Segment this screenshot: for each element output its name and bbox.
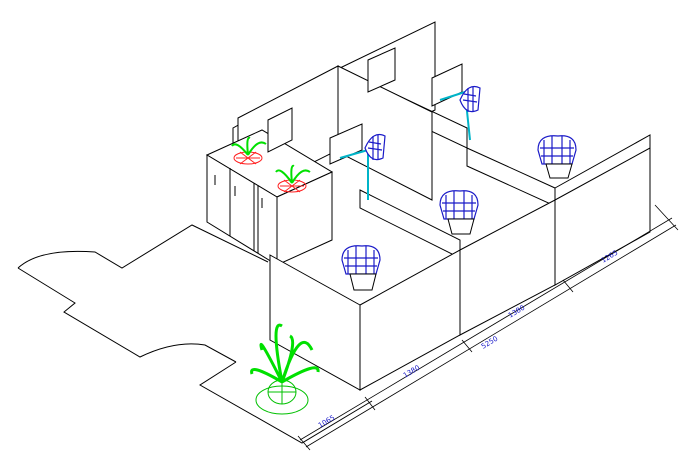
partition-panels [205,21,651,391]
cabinet-icon [214,168,263,253]
dimension-lines [297,204,679,451]
dim-label-1065: 1065 [317,414,336,430]
dim-label-1380-a: 1380 [402,364,421,380]
desk-chair-icon [341,85,577,275]
dim-label-5250: 5250 [480,335,499,351]
plant-icon [250,323,320,415]
plant-icon [231,136,311,193]
chair-bases [349,163,573,291]
floor-outline [17,224,373,444]
